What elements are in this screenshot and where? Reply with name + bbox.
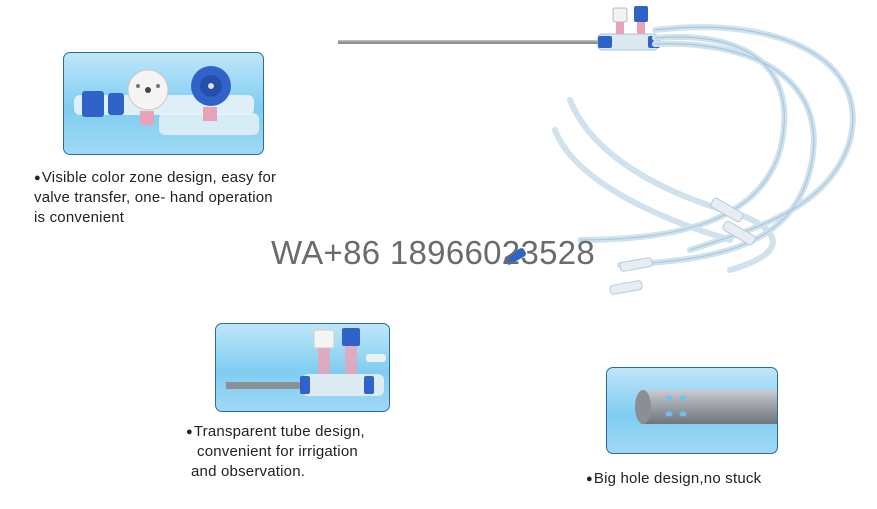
caption-line: valve transfer, one- hand operation: [34, 189, 273, 206]
caption-line: ●Transparent tube design,: [186, 423, 365, 440]
product-main-illustration: [330, 0, 877, 305]
tubing-set-graphic: [338, 6, 856, 295]
feature-card-valves: [63, 52, 264, 155]
caption-line: ●Big hole design,no stuck: [586, 470, 762, 487]
feature-caption-holes: ●Big hole design,no stuck: [586, 469, 761, 489]
tube-closeup-graphic: [226, 328, 386, 396]
bullet-icon: ●: [586, 473, 593, 485]
valve-blue: [634, 6, 648, 22]
blue-connector: [504, 248, 526, 265]
feature-card-holes: [606, 367, 778, 454]
bullet-icon: ●: [186, 426, 193, 438]
feature-caption-valves: ●Visible color zone design, easy for val…: [34, 168, 276, 228]
sheath-rod: [338, 40, 600, 44]
contact-watermark: WA+86 18966023528: [271, 234, 596, 271]
valves-closeup-graphic: [74, 66, 259, 135]
caption-line: is convenient: [34, 209, 125, 226]
caption-line: convenient for irrigation: [197, 443, 358, 460]
rod-tip: [641, 390, 777, 424]
holes-closeup-graphic: [635, 390, 777, 424]
caption-line: ●Visible color zone design, easy for: [34, 169, 277, 186]
valve-white: [612, 7, 628, 23]
feature-card-tube: [215, 323, 390, 412]
bullet-icon: ●: [34, 172, 41, 184]
caption-line: and observation.: [191, 463, 306, 480]
blue-cap-left: [82, 91, 104, 117]
feature-caption-tube: ●Transparent tube design, convenient for…: [186, 422, 365, 482]
white-cap: [313, 329, 335, 349]
blue-cap: [342, 328, 360, 346]
blue-ring: [300, 376, 310, 394]
